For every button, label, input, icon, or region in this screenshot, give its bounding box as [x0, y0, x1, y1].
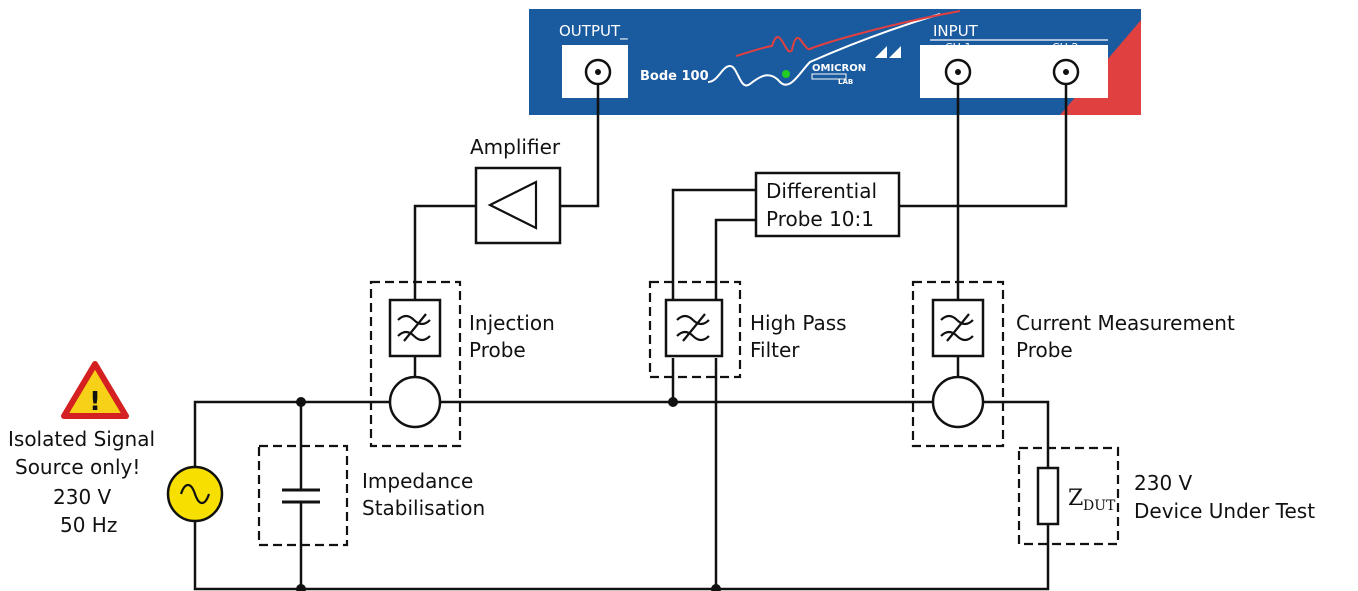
- source-label-line3: 230 V: [53, 485, 112, 509]
- differential-probe-line1: Differential: [766, 179, 877, 203]
- current-label-line2: Probe: [1016, 338, 1073, 362]
- injection-probe-block: Injection Probe: [369, 280, 555, 448]
- junction-dot-hpf-bottom: [711, 584, 721, 591]
- junction-dot-cap-bottom: [296, 584, 306, 591]
- wire-bus-top: [193, 400, 390, 466]
- dut-label-line2: Device Under Test: [1134, 499, 1315, 523]
- hpf-frame: [648, 280, 742, 379]
- hpf-label-line2: Filter: [750, 338, 800, 362]
- ch1-connector-pin: [955, 69, 961, 75]
- impedance-stabilisation-block: Impedance Stabilisation: [257, 444, 485, 547]
- hpf-wave-icon: [676, 314, 710, 342]
- injection-coil-icon: [388, 375, 442, 429]
- dut-block: Z DUT 230 V Device Under Test: [1017, 446, 1315, 546]
- junction-dot-cap-top: [296, 397, 306, 407]
- injection-label-line1: Injection: [469, 311, 555, 335]
- source-block: ! Isolated Signal Source only! 230 V 50 …: [8, 361, 224, 537]
- brand-logo-icon: [875, 46, 901, 58]
- junction-dot-hpf: [668, 397, 678, 407]
- wires: [193, 84, 1068, 591]
- ch2-label: CH 2: [1052, 41, 1078, 54]
- differential-probe-box: [754, 171, 901, 238]
- wire-bus-bottom: [193, 522, 1050, 591]
- wire-bus-top-right: [984, 400, 1050, 468]
- brand-bottom: LAB: [838, 78, 853, 86]
- dut-z-subscript: DUT: [1083, 498, 1116, 514]
- device-model: Bode 100: [640, 69, 709, 84]
- dut-resistor-icon: [1036, 466, 1060, 526]
- source-label-line1: Isolated Signal: [8, 427, 155, 451]
- warning-symbol: !: [89, 387, 101, 417]
- filter-wave-icon: [397, 314, 431, 342]
- device-curve-red: [735, 10, 961, 57]
- wire-diff-hpf-b: [714, 218, 756, 300]
- ch2-connector-pin: [1063, 69, 1069, 75]
- impedance-label-line2: Stabilisation: [362, 496, 485, 520]
- amplifier-triangle-icon: [487, 180, 538, 230]
- dut-frame: [1017, 446, 1120, 546]
- output-connector-pin: [595, 69, 601, 75]
- differential-probe-line2: Probe 10:1: [766, 207, 874, 231]
- brand-underline: [811, 73, 847, 80]
- input-label: INPUT: [933, 22, 979, 40]
- brand-top: OMICRON: [812, 63, 866, 74]
- amplifier-label: Amplifier: [470, 135, 561, 159]
- source-label-line4: 50 Hz: [60, 513, 117, 537]
- filter-slash-icon: [403, 313, 427, 342]
- ch1-label: CH 1: [945, 41, 971, 54]
- hpf-slash-icon: [682, 313, 706, 342]
- wire-amplifier-injection: [413, 204, 476, 300]
- dut-z-symbol: Z: [1068, 486, 1083, 511]
- impedance-label-line1: Impedance: [362, 469, 473, 493]
- hpf-label-line1: High Pass: [750, 311, 847, 335]
- current-probe-frame: [911, 280, 1005, 448]
- injection-probe-frame: [369, 280, 462, 448]
- dut-label-line1: 230 V: [1134, 471, 1193, 495]
- output-label: OUTPUT_: [559, 22, 628, 41]
- device-led: [782, 70, 790, 78]
- sine-wave-icon: [179, 483, 211, 505]
- current-probe-block: Current Measurement Probe: [911, 280, 1235, 448]
- device-curve-white: [707, 13, 941, 87]
- source-label-line2: Source only!: [15, 455, 140, 479]
- bode-100-device: OUTPUT_ Bode 100 OMICRON LAB INPUT CH 1 …: [529, 9, 1141, 115]
- injection-label-line2: Probe: [469, 338, 526, 362]
- wire-ch2-diff-probe: [899, 84, 1068, 208]
- current-label-line1: Current Measurement: [1016, 311, 1235, 335]
- high-pass-filter-block: High Pass Filter: [648, 280, 847, 379]
- wire-output-amplifier: [560, 84, 600, 208]
- differential-probe-block: Differential Probe 10:1: [754, 171, 901, 238]
- impedance-frame: [257, 444, 349, 547]
- amplifier-block: Amplifier: [470, 135, 562, 245]
- current-slash-icon: [946, 313, 970, 342]
- warning-triangle-icon: [61, 361, 129, 419]
- current-wave-icon: [940, 314, 974, 342]
- current-coil-icon: [931, 375, 985, 429]
- wire-diff-hpf-a: [671, 188, 756, 300]
